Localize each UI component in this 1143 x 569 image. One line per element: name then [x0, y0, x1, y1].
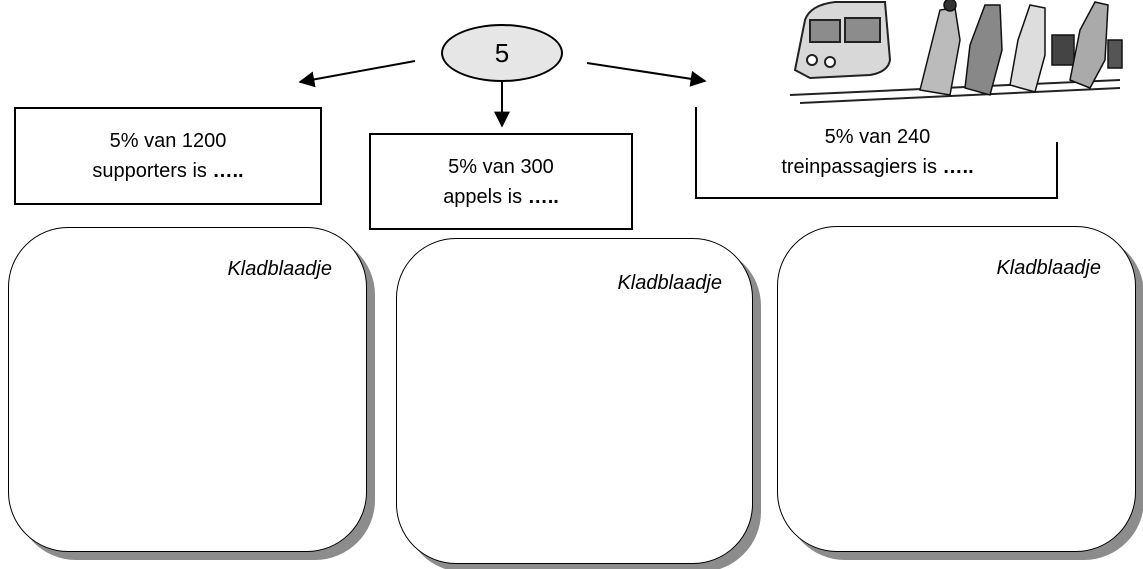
question-line1: 5% van 300	[448, 155, 554, 178]
question-line1: 5% van 240	[824, 126, 931, 148]
question-line2: supporters is …..	[92, 160, 244, 182]
scratch-pad-2[interactable]: Kladblaadje	[396, 238, 753, 564]
question-line2: appels is …..	[443, 185, 559, 208]
answer-blank: …..	[942, 156, 974, 178]
scratch-pad-label: Kladblaadje	[617, 272, 722, 294]
box-border-line	[1056, 142, 1058, 199]
center-number-label: 5	[494, 37, 510, 68]
train-passengers-icon	[790, 0, 1123, 104]
answer-blank: …..	[212, 160, 244, 182]
center-number: 5	[441, 24, 563, 82]
question-box-passengers: 5% van 240 treinpassagiers is …..	[695, 107, 1058, 199]
scratch-pad-1[interactable]: Kladblaadje	[8, 227, 367, 552]
arrow-right	[586, 62, 707, 87]
question-box-supporters: 5% van 1200 supporters is …..	[14, 107, 322, 205]
scratch-pad-3[interactable]: Kladblaadje	[777, 226, 1136, 552]
question-box-apples: 5% van 300 appels is …..	[369, 133, 633, 230]
question-line1: 5% van 1200	[109, 130, 227, 152]
answer-blank: …..	[527, 185, 559, 208]
arrow-left	[298, 60, 416, 88]
scratch-pad-label: Kladblaadje	[227, 258, 332, 280]
scratch-pad-label: Kladblaadje	[996, 257, 1101, 279]
question-line2: treinpassagiers is …..	[781, 156, 974, 178]
